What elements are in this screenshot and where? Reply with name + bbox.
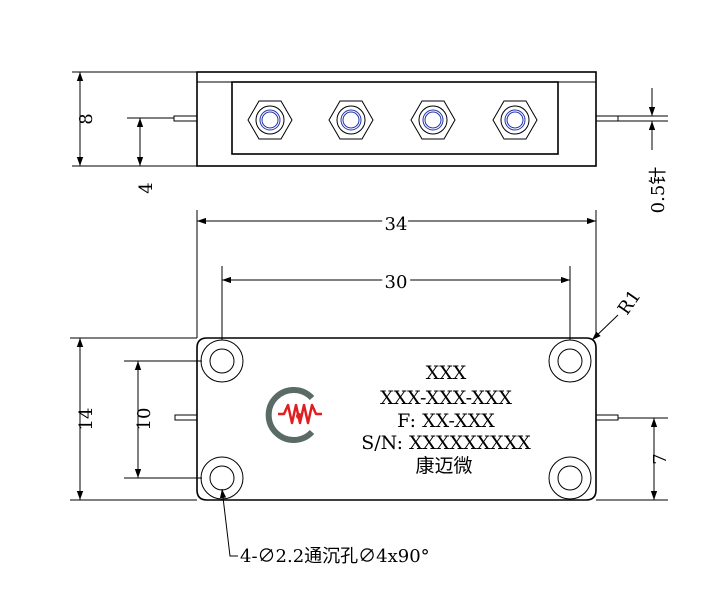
front-view: XXX XXX-XXX-XXX F: XX-XXX S/N: XXXXXXXXX… [70,210,671,567]
dim-corner-radius: R1 [614,286,646,319]
label-line-3: F: XX-XXX [397,410,495,432]
front-left-pin [174,414,198,421]
dim-pin-thickness: 0.5针 [648,167,669,214]
dim-hole-vertical-spacing: 10 [134,408,155,431]
dim-overall-height: 14 [76,408,97,431]
front-right-pin [595,414,619,421]
label-line-1: XXX [426,362,467,384]
connector-4 [492,100,538,140]
top-left-pin [173,115,198,122]
top-view: 8 4 0.5针 [72,71,669,214]
connector-2 [328,100,374,140]
label-brand: 康迈微 [415,455,472,477]
label-line-2: XXX-XXX-XXX [380,387,512,409]
mounting-hole-bottom-right [548,456,592,500]
top-view-recess [231,81,559,155]
mounting-hole-top-right [548,339,592,383]
mounting-hole-top-left [200,339,244,383]
front-view-body [196,337,597,501]
label-line-4: S/N: XXXXXXXXX [361,432,531,454]
cmw-logo [265,387,322,443]
dim-pin-offset: 7 [650,453,671,464]
connector-1 [247,100,293,140]
hole-note: 4-∅2.2通沉孔∅4x90° [240,546,430,567]
top-right-pin [595,115,619,122]
dim-top-pin-height: 4 [136,182,157,193]
dim-top-height: 8 [76,113,97,124]
connector-3 [410,100,456,140]
dim-overall-width: 34 [385,214,408,235]
dim-hole-spacing: 30 [385,272,408,293]
